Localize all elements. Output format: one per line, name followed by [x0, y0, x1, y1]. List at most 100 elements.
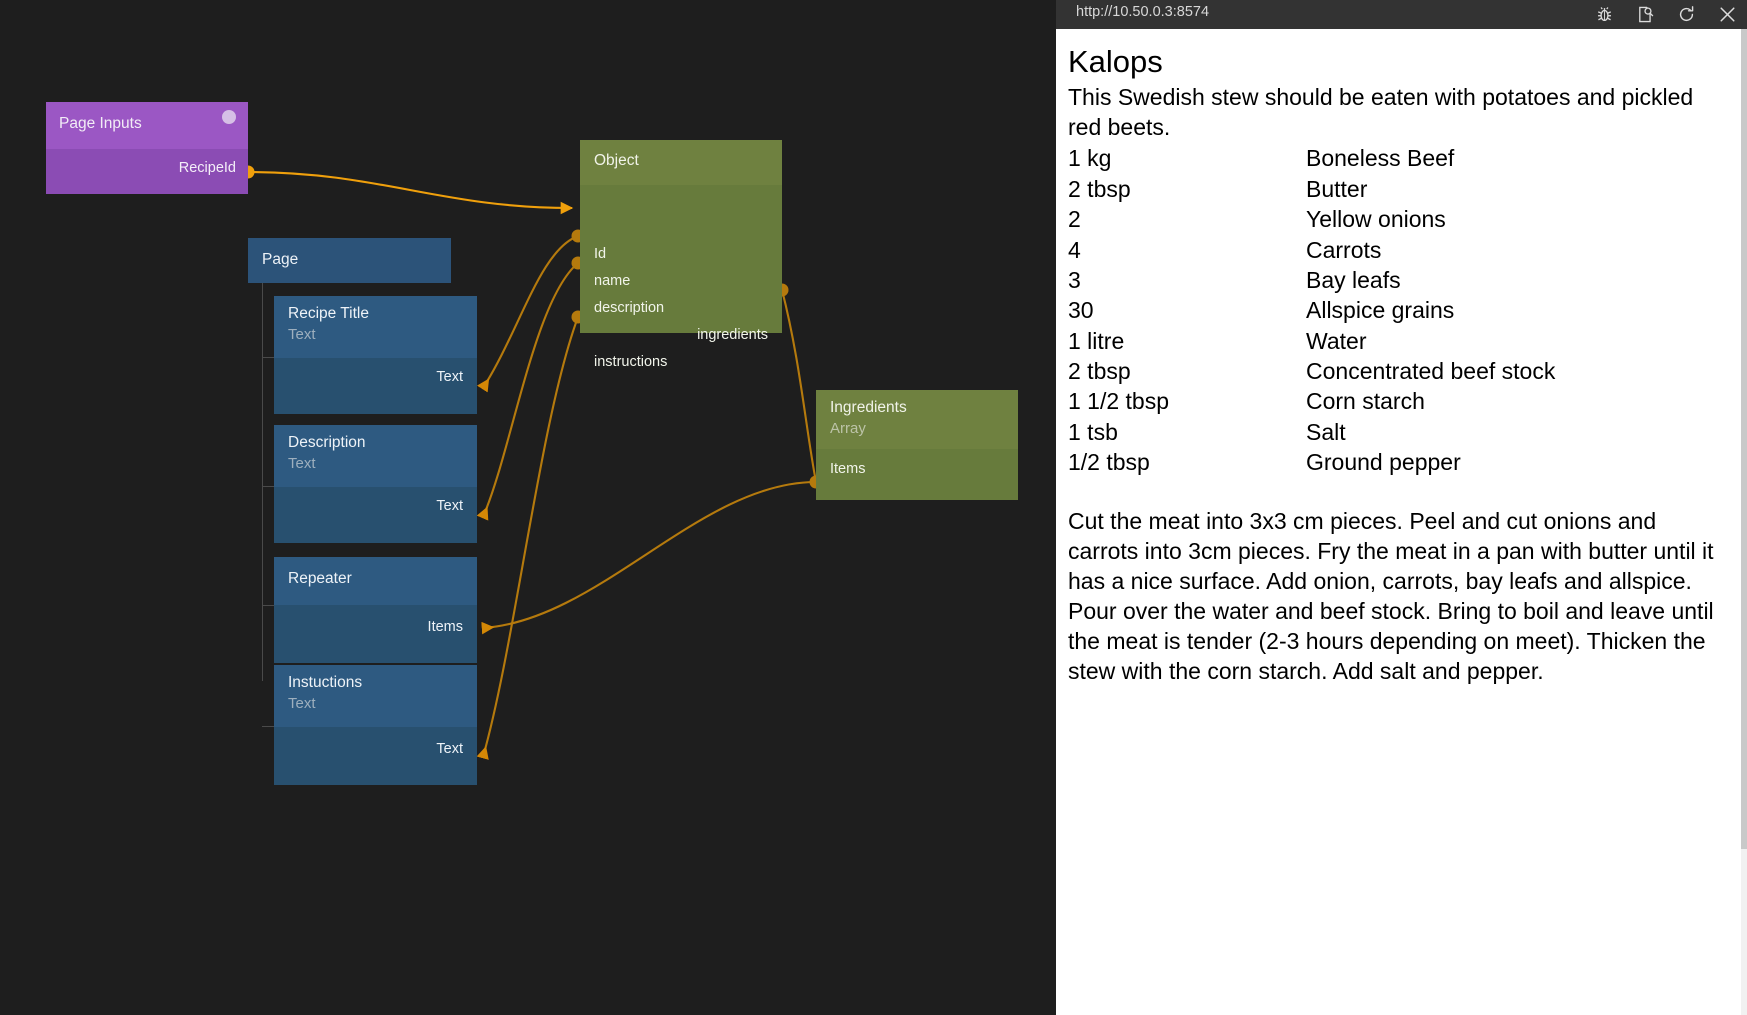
node-repeater-header[interactable]: Repeater	[274, 557, 477, 605]
toolbar-icon-group	[1595, 0, 1737, 29]
ingredients-table: 1 kg Boneless Beef 2 tbsp Butter 2 Yellow oni…	[1068, 143, 1729, 477]
ingredient-quantity: 2 tbsp	[1068, 357, 1131, 384]
ingredient-name: Salt	[1306, 418, 1346, 445]
status-dot-icon	[222, 110, 236, 124]
ingredient-quantity: 2 tbsp	[1068, 175, 1131, 202]
node-instuctions[interactable]: Instuctions Text Text	[274, 665, 477, 785]
node-graph-canvas[interactable]: Page Inputs RecipeId Page Recipe Title T…	[0, 0, 1177, 1015]
ingredient-quantity: 1 kg	[1068, 145, 1112, 172]
node-page-title: Page	[262, 251, 299, 268]
node-ingredients-header[interactable]: Ingredients Array	[816, 390, 1018, 449]
ingredient-quantity: 1 tsb	[1068, 418, 1118, 445]
ingredient-row: 2 Yellow onions	[1068, 204, 1729, 234]
node-instuctions-body: Text	[274, 727, 477, 785]
node-instuctions-header[interactable]: Instuctions Text	[274, 665, 477, 727]
ingredient-name: Carrots	[1306, 236, 1382, 263]
ingredient-name: Water	[1306, 327, 1367, 354]
port-object-description[interactable]: description	[594, 300, 665, 316]
node-page-inputs-body: RecipeId	[46, 149, 248, 194]
port-ingredients-items[interactable]: Items	[830, 461, 866, 477]
node-page[interactable]: Page	[248, 238, 451, 283]
node-recipe-title-subtitle: Text	[288, 326, 316, 343]
preview-panel: http://10.50.0.3:8574	[1056, 0, 1747, 1015]
bug-icon[interactable]	[1595, 5, 1614, 24]
inspect-page-icon[interactable]	[1636, 5, 1655, 24]
node-object-header[interactable]: Object	[580, 140, 782, 185]
port-repeater-items[interactable]: Items	[427, 619, 463, 635]
node-recipe-title[interactable]: Recipe Title Text Text	[274, 296, 477, 414]
ingredient-name: Boneless Beef	[1306, 145, 1455, 172]
reload-icon[interactable]	[1677, 5, 1696, 24]
rendered-web-page: Kalops This Swedish stew should be eaten…	[1056, 29, 1747, 1015]
ingredient-quantity: 1 1/2 tbsp	[1068, 388, 1170, 415]
ingredient-row: 1 kg Boneless Beef	[1068, 143, 1729, 173]
node-description[interactable]: Description Text Text	[274, 425, 477, 543]
ingredient-quantity: 1 litre	[1068, 327, 1125, 354]
recipe-instructions: Cut the meat into 3x3 cm pieces. Peel an…	[1068, 508, 1714, 685]
node-ingredients-title: Ingredients	[830, 399, 907, 416]
close-icon[interactable]	[1718, 5, 1737, 24]
ingredient-row: 1 litre Water	[1068, 326, 1729, 356]
node-description-subtitle: Text	[288, 455, 316, 472]
tree-branch-description	[262, 486, 274, 487]
port-instuctions-text[interactable]: Text	[436, 741, 463, 757]
port-object-name[interactable]: name	[594, 273, 631, 289]
port-object-instructions[interactable]: instructions	[594, 354, 668, 370]
port-recipe-id[interactable]: RecipeId	[178, 160, 236, 176]
ingredient-quantity: 30	[1068, 297, 1094, 324]
node-instuctions-subtitle: Text	[288, 695, 316, 712]
node-recipe-title-header[interactable]: Recipe Title Text	[274, 296, 477, 358]
ingredient-name: Yellow onions	[1306, 206, 1446, 233]
ingredient-name: Concentrated beef stock	[1306, 357, 1556, 384]
node-description-body: Text	[274, 487, 477, 543]
node-repeater-body: Items	[274, 605, 477, 663]
node-ingredients-subtitle: Array	[830, 420, 866, 437]
ingredient-row: 4 Carrots	[1068, 235, 1729, 265]
node-ingredients-body: Items	[816, 449, 1018, 500]
tree-branch-instuctions	[262, 726, 274, 727]
ingredient-row: 1 1/2 tbsp Corn starch	[1068, 386, 1729, 416]
ingredient-quantity: 2	[1068, 206, 1081, 233]
recipe-title: Kalops	[1068, 44, 1163, 79]
preview-scrollbar[interactable]	[1741, 29, 1747, 1015]
node-repeater[interactable]: Repeater Items	[274, 557, 477, 663]
ingredient-quantity: 3	[1068, 266, 1081, 293]
ingredient-name: Butter	[1306, 175, 1368, 202]
ingredient-row: 2 tbsp Concentrated beef stock	[1068, 356, 1729, 386]
node-description-header[interactable]: Description Text	[274, 425, 477, 487]
ingredient-name: Allspice grains	[1306, 297, 1455, 324]
node-object[interactable]: Object Id name description ingredients i…	[580, 140, 782, 370]
node-recipe-title-body: Text	[274, 358, 477, 414]
port-recipe-title-text[interactable]: Text	[436, 369, 463, 385]
ingredients-table-body: 1 kg Boneless Beef 2 tbsp Butter 2 Yellow oni…	[1068, 143, 1729, 477]
ingredient-row: 1 tsb Salt	[1068, 417, 1729, 447]
url-text[interactable]: http://10.50.0.3:8574	[1076, 4, 1210, 20]
node-page-inputs[interactable]: Page Inputs RecipeId	[46, 102, 248, 194]
ingredient-quantity: 4	[1068, 236, 1081, 263]
tree-branch-recipe-title	[262, 357, 274, 358]
ingredient-row: 30 Allspice grains	[1068, 295, 1729, 325]
node-object-title: Object	[594, 152, 639, 169]
ingredient-name: Corn starch	[1306, 388, 1425, 415]
port-object-ingredients[interactable]: ingredients	[697, 327, 768, 343]
node-object-body: Id name description ingredients instruct…	[580, 185, 782, 370]
scrollbar-thumb[interactable]	[1741, 29, 1747, 849]
node-page-inputs-header[interactable]: Page Inputs	[46, 102, 248, 149]
tree-branch-repeater	[262, 605, 274, 606]
node-page-header[interactable]: Page	[248, 238, 451, 283]
port-description-text[interactable]: Text	[436, 498, 463, 514]
node-ingredients[interactable]: Ingredients Array Items	[816, 390, 1018, 500]
port-object-id[interactable]: Id	[594, 246, 607, 262]
node-instuctions-label: Instuctions	[288, 674, 363, 691]
recipe-description: This Swedish stew should be eaten with p…	[1068, 83, 1694, 141]
ingredient-row: 1/2 tbsp Ground pepper	[1068, 447, 1729, 477]
ingredient-quantity: 1/2 tbsp	[1068, 449, 1150, 476]
preview-toolbar: http://10.50.0.3:8574	[1056, 0, 1747, 29]
node-description-label: Description	[288, 434, 366, 451]
ingredient-name: Ground pepper	[1306, 449, 1461, 476]
ingredient-name: Bay leafs	[1306, 266, 1401, 293]
node-recipe-title-label: Recipe Title	[288, 305, 369, 322]
node-repeater-label: Repeater	[288, 570, 352, 587]
ingredient-row: 2 tbsp Butter	[1068, 174, 1729, 204]
